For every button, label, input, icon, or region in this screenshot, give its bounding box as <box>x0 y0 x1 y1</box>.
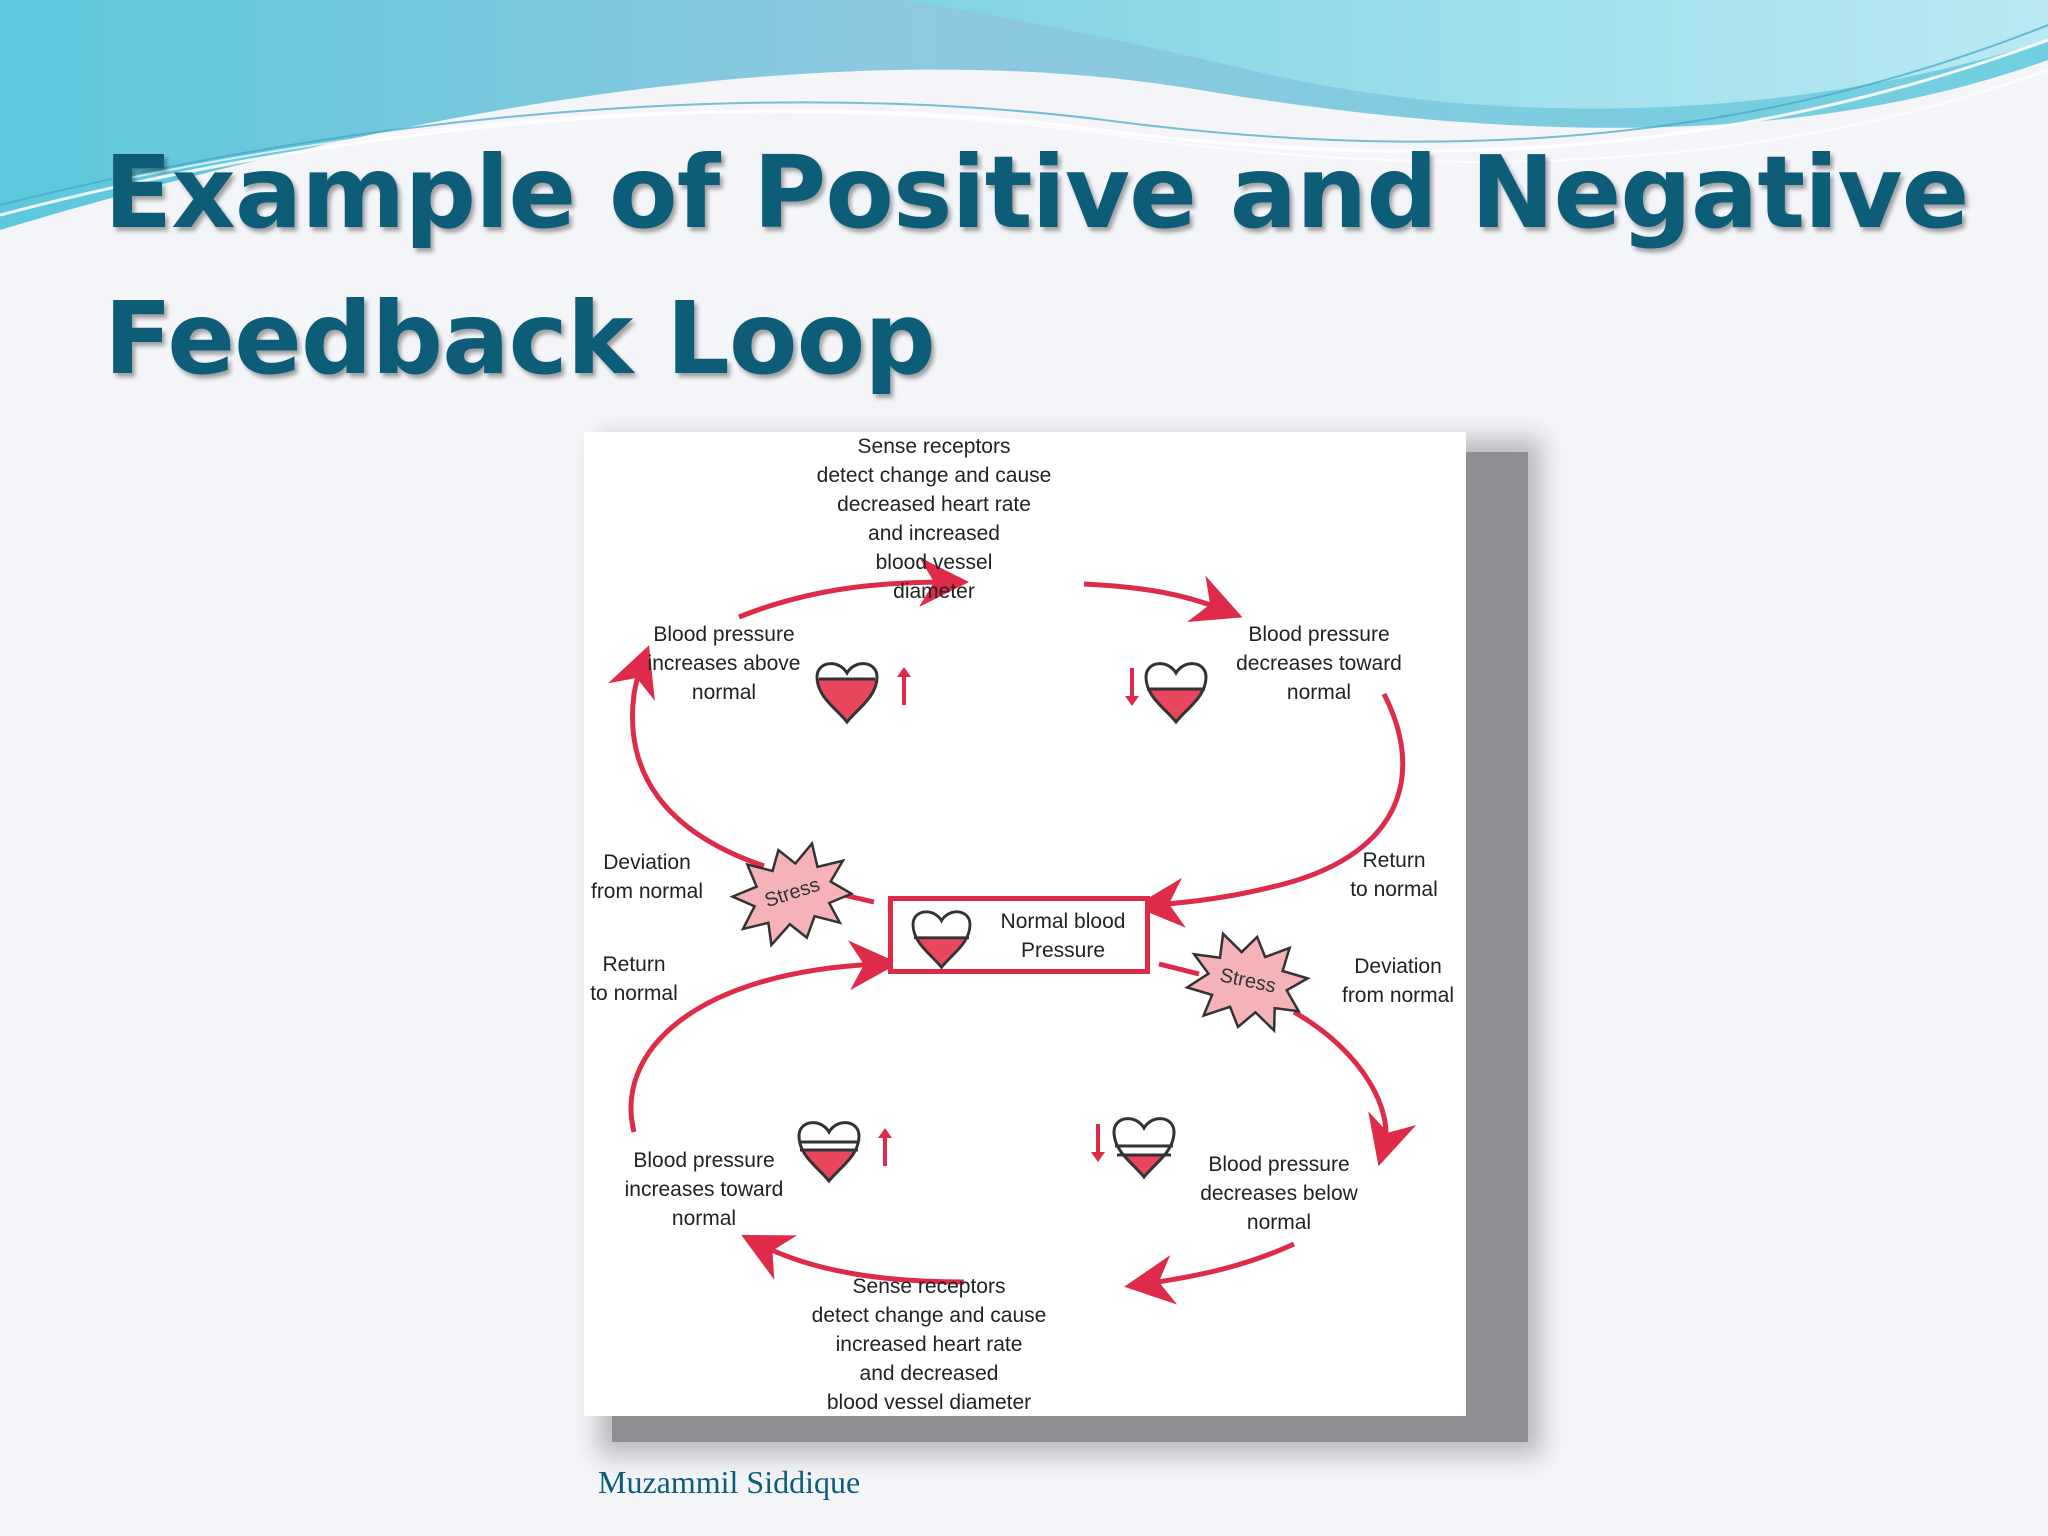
deviation-left-label: Deviation from normal <box>590 851 704 903</box>
arrow-from-bottom-sense <box>741 1234 965 1285</box>
arrow-from-top-sense <box>1083 575 1243 623</box>
stress-burst-icon-left: Stress <box>729 840 855 948</box>
slide-title-line-1: Example of Positive and Negative <box>104 134 1969 251</box>
arrow-deviation-right <box>1292 1009 1417 1167</box>
arrow-up-icon-bottom <box>878 1128 892 1166</box>
normal-blood-pressure-box: Normal blood Pressure <box>888 896 1150 974</box>
feedback-loop-diagram: Stress Stress Normal blood Pressure Sens… <box>584 432 1466 1416</box>
bp-increases-toward-label: Blood pressure increases toward normal <box>624 1149 784 1230</box>
arrow-return-left <box>628 940 899 1133</box>
bp-decreases-toward-label: Blood pressure decreases toward normal <box>1236 623 1402 704</box>
heart-icon-decreasing <box>1144 662 1208 725</box>
arrow-up-icon <box>897 667 911 705</box>
bp-increases-above-label: Blood pressure increases above normal <box>647 623 801 704</box>
feedback-loop-arrows: Stress Stress <box>608 557 1417 1305</box>
arrow-deviation-left <box>608 645 765 869</box>
arrow-to-top-sense <box>738 557 969 620</box>
top-sense-receptors-label: Sense receptors detect change and cause … <box>816 435 1052 603</box>
arrow-to-bottom-sense <box>1124 1241 1296 1305</box>
footer-author: Muzammil Siddique <box>598 1464 861 1500</box>
bottom-sense-receptors-label: Sense receptors detect change and cause … <box>811 1275 1047 1414</box>
bp-decreases-below-label: Blood pressure decreases below normal <box>1200 1153 1358 1234</box>
normal-blood-pressure-label: Normal blood Pressure <box>1000 910 1126 962</box>
heart-icon-low <box>1112 1117 1176 1180</box>
arrow-down-icon-bottom <box>1091 1124 1105 1162</box>
arrow-stress-right <box>1158 961 1200 977</box>
stress-burst-icon-right: Stress <box>1184 931 1311 1034</box>
arrow-down-icon <box>1125 668 1139 706</box>
return-right-label: Return to normal <box>1350 849 1438 901</box>
arrow-return-right <box>1134 692 1406 928</box>
deviation-right-label: Deviation from normal <box>1341 955 1455 1007</box>
heart-icon-normal <box>911 910 972 970</box>
heart-icon-increasing <box>797 1121 861 1184</box>
slide-title: Example of Positive and Negative Feedbac… <box>104 120 2004 412</box>
header-wave-decoration <box>0 0 2048 230</box>
heart-icon-high <box>815 662 879 725</box>
slide-title-line-2: Feedback Loop <box>104 280 936 397</box>
return-left-label: Return to normal <box>590 953 678 1005</box>
